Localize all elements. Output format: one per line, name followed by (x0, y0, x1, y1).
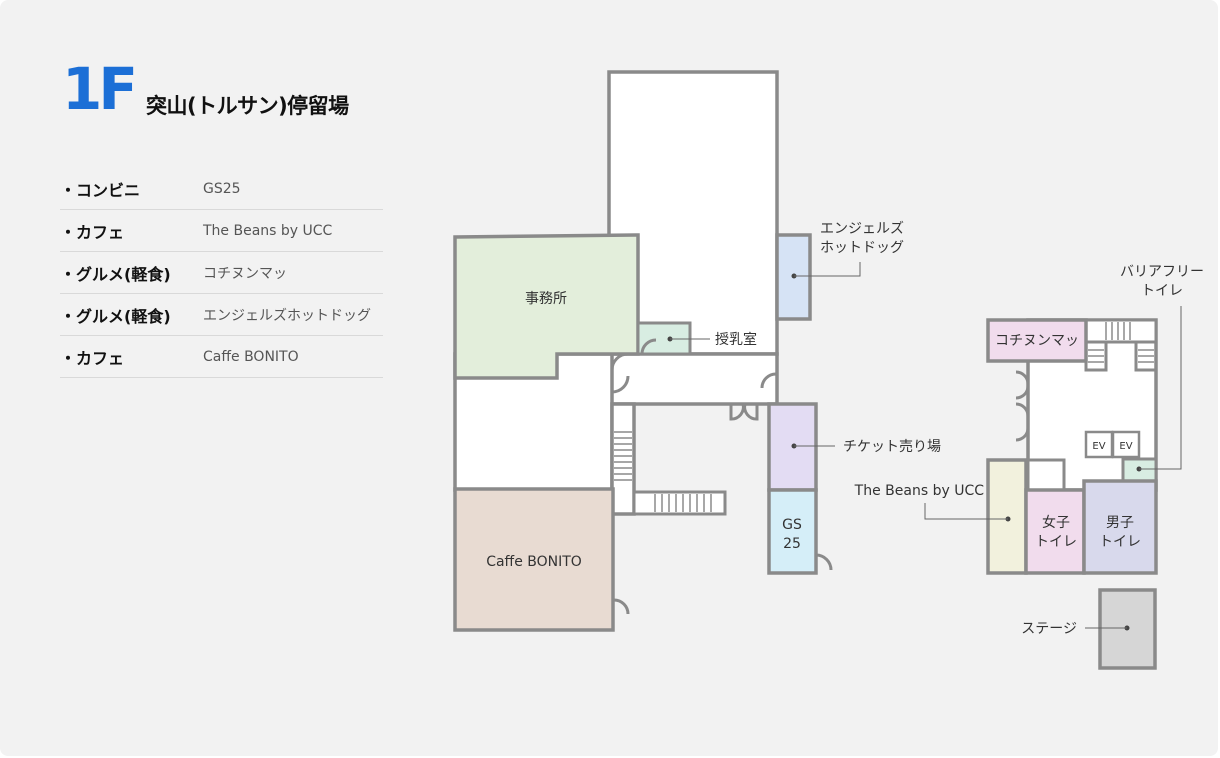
facility-item-convenience[interactable]: ・コンビニ GS25 (60, 168, 383, 210)
doors-right-building (1015, 370, 1030, 442)
facility-item-gourmet[interactable]: ・グルメ(軽食) エンジェルズホットドッグ (60, 294, 383, 336)
elevator-2-label: EV (1119, 441, 1132, 452)
room-caffe-bonito-label: Caffe BONITO (486, 554, 582, 570)
room-caffe-bonito[interactable] (453, 487, 615, 632)
room-nursing-label: 授乳室 (715, 331, 757, 348)
room-stage-label: ステージ (1021, 621, 1077, 637)
barrier-free-leader-line (1139, 306, 1182, 470)
facility-list: ・コンビニ GS25 ・カフェ The Beans by UCC ・グルメ(軽食… (60, 168, 383, 378)
right-stairs-right (1134, 342, 1156, 372)
room-the-beans-label: The Beans by UCC (854, 483, 985, 499)
room-angels-hotdog[interactable] (775, 233, 812, 321)
room-womens-toilet-label-2: トイレ (1035, 534, 1077, 550)
room-the-beans-by-ucc[interactable] (986, 458, 1028, 575)
right-stairs-side-steps (1088, 349, 1154, 363)
room-angels-hotdog-label-1: エンジェルズ (820, 221, 904, 237)
stairs-vertical (614, 431, 632, 481)
room-office-label: 事務所 (525, 291, 567, 307)
room-office[interactable] (453, 233, 640, 380)
right-building-niche (1026, 458, 1066, 492)
floor-label: 1F (62, 55, 138, 123)
facility-item-cafe[interactable]: ・カフェ Caffe BONITO (60, 336, 383, 378)
room-mens-toilet[interactable] (1082, 479, 1158, 575)
facility-name: GS25 (203, 180, 241, 197)
room-mens-toilet-label-2: トイレ (1099, 534, 1141, 550)
right-stairs-top-steps (1105, 322, 1131, 340)
room-womens-toilet-label-1: 女子 (1042, 514, 1070, 531)
facility-item-gourmet[interactable]: ・グルメ(軽食) コチヌンマッ (60, 252, 383, 294)
stairs-horizontal (654, 494, 712, 512)
elevator-2[interactable] (1111, 430, 1141, 459)
room-gs25-label-1: GS (782, 517, 802, 533)
place-title: 突山(トルサン)停留場 (145, 94, 349, 118)
facility-category: ・グルメ(軽食) (60, 306, 171, 326)
facility-category: ・コンビニ (60, 180, 141, 200)
facility-item-cafe[interactable]: ・カフェ The Beans by UCC (60, 210, 383, 252)
facility-category: ・グルメ(軽食) (60, 264, 171, 284)
elevator-1-label: EV (1092, 441, 1105, 452)
facility-name: エンジェルズホットドッグ (203, 307, 371, 324)
room-mens-toilet-label-1: 男子 (1106, 515, 1134, 531)
facility-name: The Beans by UCC (203, 222, 333, 239)
room-barrier-free-label-1: バリアフリー (1120, 264, 1204, 280)
right-stairs-top (1084, 318, 1158, 344)
doors-main (610, 338, 833, 615)
stairs-horizontal-box (632, 490, 727, 516)
facility-category: ・カフェ (60, 222, 125, 242)
angels-hotdog-leader-line (794, 262, 861, 277)
facility-category: ・カフェ (60, 348, 125, 368)
room-womens-toilet[interactable] (1024, 488, 1086, 575)
facility-name: コチヌンマッ (203, 265, 287, 282)
room-ticket-office-label: チケット売り場 (843, 439, 941, 455)
room-gs25[interactable] (767, 488, 818, 575)
room-angels-hotdog-label-2: ホットドッグ (820, 240, 904, 256)
room-barrier-free-label-2: トイレ (1141, 283, 1183, 299)
room-kochinunmat-label: コチヌンマッ (995, 333, 1079, 349)
the-beans-leader-line (924, 503, 1008, 520)
page-header: 1F 突山(トルサン)停留場 (62, 58, 349, 120)
room-gs25-label-2: 25 (783, 536, 801, 552)
facility-name: Caffe BONITO (203, 348, 299, 365)
room-kochinunmat[interactable] (986, 318, 1088, 363)
